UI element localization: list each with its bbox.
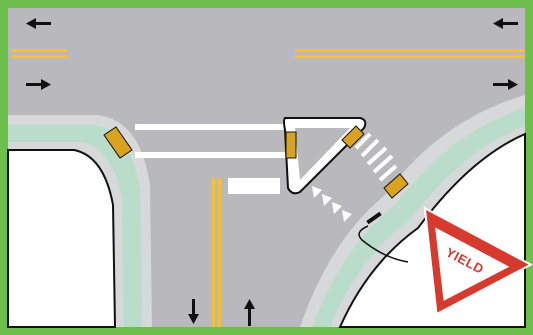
centerline-right [295, 49, 525, 58]
arrow-left-icon [26, 18, 51, 29]
sign-post-marker [366, 211, 382, 225]
stop-bar [228, 178, 280, 194]
crosswalk-line-bottom [135, 152, 285, 158]
crosswalk-line-top [135, 124, 285, 130]
arrow-right-icon [493, 79, 518, 90]
island-interior [295, 128, 350, 180]
arrow-up-icon [244, 299, 255, 326]
tactile-pad-island-left [285, 131, 297, 159]
centerline-left [12, 49, 67, 58]
arrow-left-icon [493, 18, 518, 29]
tactile-pad-island-right [341, 125, 365, 149]
sign-leader-line [358, 225, 409, 263]
centerline-vertical [212, 178, 221, 327]
tactile-pad-right [383, 173, 409, 199]
yield-markings [312, 186, 352, 222]
left-lawn [7, 149, 117, 328]
arrow-down-icon [188, 299, 199, 324]
channel-crosswalk [354, 132, 398, 182]
yield-sign: YIELD [423, 206, 533, 316]
tactile-pad-left [103, 126, 133, 159]
arrow-right-icon [26, 79, 51, 90]
